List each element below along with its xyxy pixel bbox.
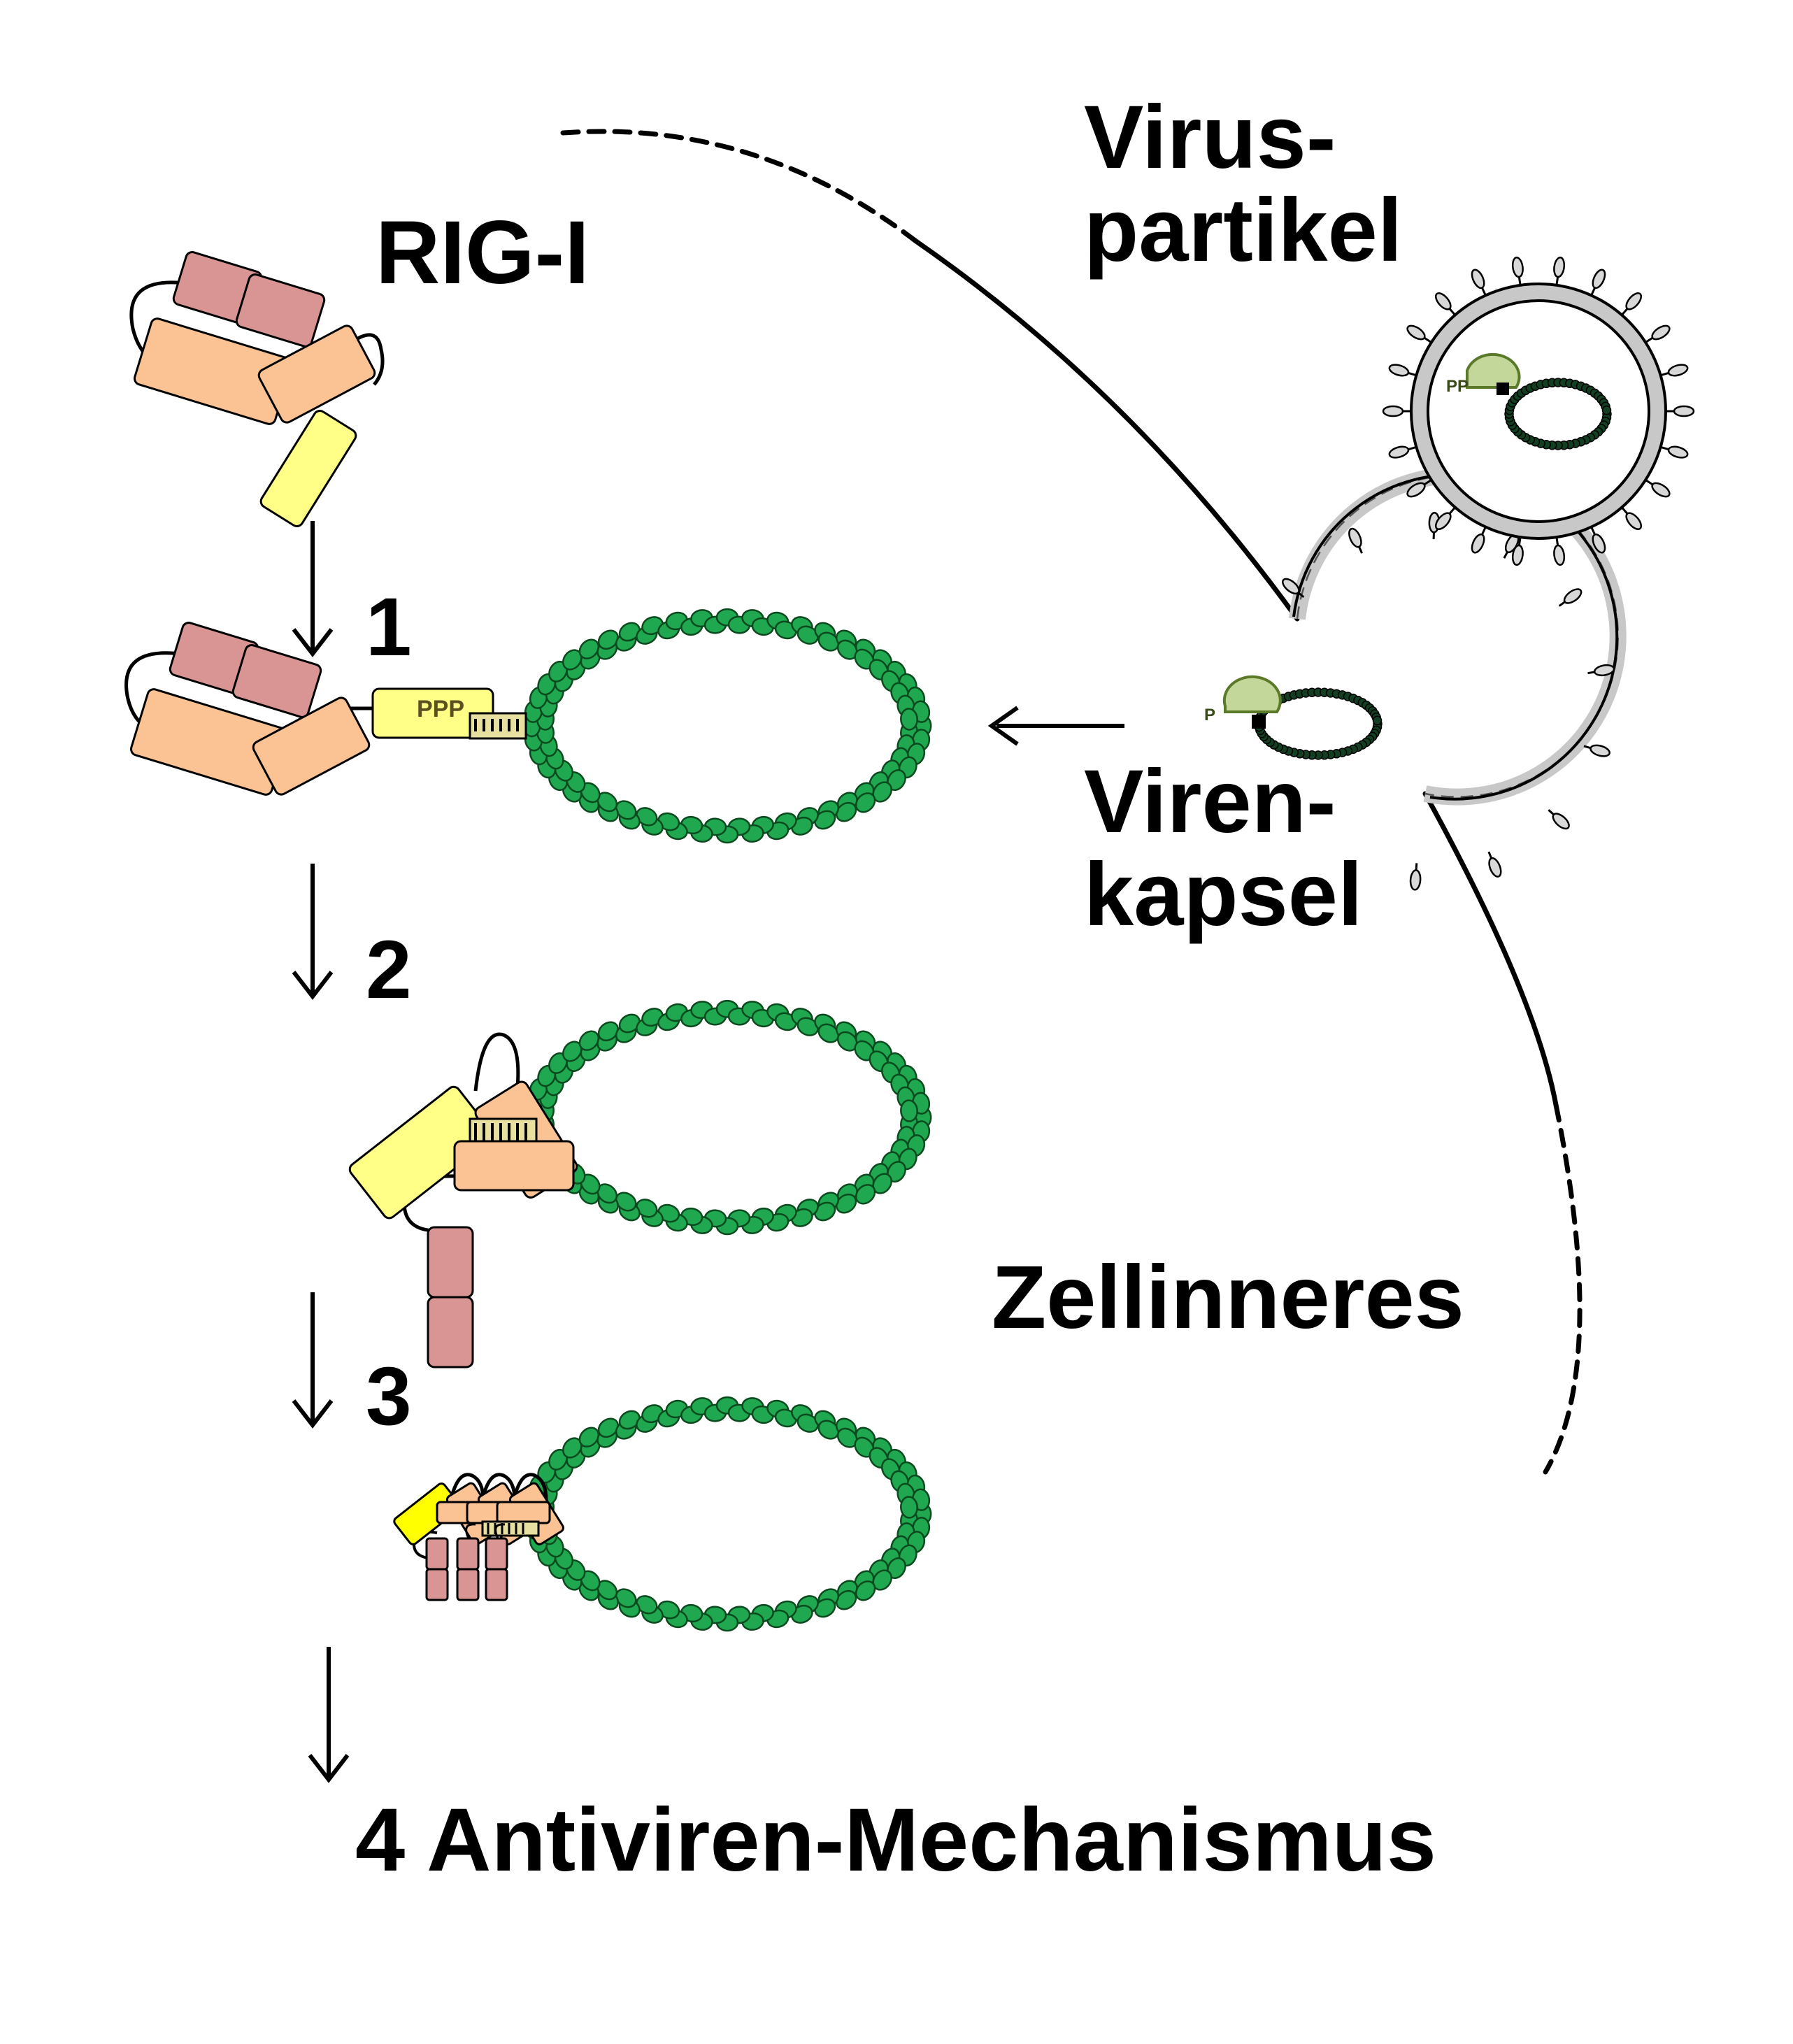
viral-capsid-label-line2: kapsel bbox=[1084, 845, 1363, 945]
rna-bead bbox=[855, 1184, 876, 1205]
helicase-domain-2 bbox=[257, 324, 376, 424]
viral-rna-1 bbox=[522, 608, 932, 844]
dsrna-end-1 bbox=[469, 712, 527, 740]
cell-membrane bbox=[560, 129, 1583, 1475]
rna-bead bbox=[872, 1173, 892, 1194]
rna-bead bbox=[855, 1580, 876, 1601]
rig-i-step1: PPP bbox=[124, 622, 494, 796]
rna-bead bbox=[791, 816, 813, 836]
rna-bead bbox=[791, 1208, 813, 1227]
rna-bead bbox=[814, 1201, 836, 1222]
rna-bead bbox=[597, 1417, 620, 1438]
budding-virus bbox=[1282, 466, 1627, 891]
card-domain-2 bbox=[231, 644, 322, 718]
rna-bead bbox=[814, 810, 836, 830]
viral-capsid-genome: P bbox=[1204, 675, 1383, 760]
virus-particle: PP bbox=[1382, 256, 1695, 566]
rna-bead bbox=[618, 622, 641, 642]
viral-capsid-label-line1: Viren- bbox=[1084, 752, 1336, 852]
step-arrows bbox=[292, 521, 350, 1783]
step-arrow-3 bbox=[292, 1292, 334, 1429]
viral-rna-2 bbox=[522, 999, 932, 1236]
card-domain-2 bbox=[427, 1296, 474, 1368]
virus-particle-spikes bbox=[1382, 256, 1695, 566]
rna-bead bbox=[900, 1496, 918, 1519]
rna-bead bbox=[900, 708, 918, 731]
rna-bead bbox=[597, 1021, 620, 1042]
viral-capsid-label: Viren- kapsel bbox=[1084, 755, 1363, 941]
rna-bead bbox=[774, 1408, 797, 1428]
step-number-3: 3 bbox=[366, 1350, 412, 1443]
particle-ppp-label: PP bbox=[1446, 377, 1469, 396]
rna-bead bbox=[774, 620, 797, 640]
rna-bead bbox=[562, 649, 583, 671]
rna-bead bbox=[814, 1598, 836, 1618]
antiviral-mechanism-label: 4 Antiviren-Mechanismus bbox=[355, 1790, 1436, 1890]
step-arrow-1 bbox=[292, 521, 334, 657]
rna-bead bbox=[835, 1193, 857, 1214]
capsid-protein bbox=[1222, 675, 1282, 713]
viral-rna-3 bbox=[522, 1396, 932, 1632]
rna-bead bbox=[657, 1600, 680, 1620]
rna-bead bbox=[641, 1404, 664, 1424]
rig-i-step2 bbox=[348, 1032, 578, 1368]
rna-bead bbox=[578, 1030, 600, 1051]
rna-bead bbox=[562, 1041, 583, 1062]
rna-bead bbox=[855, 792, 876, 813]
ppp-label: PPP bbox=[417, 696, 464, 722]
rig-i-inactive bbox=[129, 251, 385, 527]
rna-bead bbox=[618, 1013, 641, 1034]
capsid-ppp-label: P bbox=[1204, 706, 1215, 724]
rna-bead bbox=[835, 801, 857, 822]
entry-arrow bbox=[987, 706, 1124, 746]
rna-bead bbox=[636, 1199, 658, 1218]
rig-i-label: RIG-I bbox=[376, 203, 590, 303]
rna-bead bbox=[797, 625, 819, 645]
budding-virus-spikes bbox=[1282, 511, 1615, 891]
rna-bead bbox=[636, 1595, 658, 1615]
virus-particle-label-line2: partikel bbox=[1084, 180, 1403, 281]
rna-bead bbox=[872, 781, 892, 803]
card-domain-1 bbox=[427, 1226, 474, 1299]
ctd-domain bbox=[259, 410, 357, 527]
rna-bead bbox=[618, 1410, 641, 1430]
step-number-1: 1 bbox=[366, 581, 412, 673]
rna-bead bbox=[900, 1099, 918, 1122]
rna-bead bbox=[774, 1012, 797, 1031]
rna-bead bbox=[597, 629, 620, 650]
rna-bead bbox=[797, 1017, 819, 1036]
step-arrow-4 bbox=[308, 1647, 350, 1783]
rna-bead bbox=[641, 616, 664, 636]
rna-bead bbox=[657, 812, 680, 831]
virus-particle-label-line1: Virus- bbox=[1084, 87, 1336, 187]
particle-capsid-protein bbox=[1466, 352, 1521, 389]
rig-i-step3-oligomer bbox=[393, 1473, 564, 1601]
rna-bead bbox=[578, 638, 600, 659]
rna-bead bbox=[578, 1427, 600, 1448]
rna-bead bbox=[797, 1413, 819, 1433]
step-arrow-2 bbox=[292, 864, 334, 1000]
rna-bead bbox=[657, 1203, 680, 1223]
rna-bead bbox=[872, 1569, 892, 1591]
card-domain-2 bbox=[235, 273, 326, 348]
rna-bead bbox=[562, 1437, 583, 1459]
helicase-domain-2 bbox=[252, 696, 371, 796]
helicase-domain-1 bbox=[453, 1140, 575, 1192]
virus-particle-genome: PP bbox=[1446, 352, 1612, 450]
rna-bead bbox=[636, 807, 658, 827]
virus-particle-label: Virus- partikel bbox=[1084, 91, 1402, 277]
rna-bead bbox=[641, 1008, 664, 1027]
step-number-2: 2 bbox=[366, 924, 412, 1016]
cell-interior-label: Zellinneres bbox=[992, 1248, 1464, 1348]
rna-bead bbox=[835, 1589, 857, 1610]
rna-bead bbox=[791, 1604, 813, 1624]
